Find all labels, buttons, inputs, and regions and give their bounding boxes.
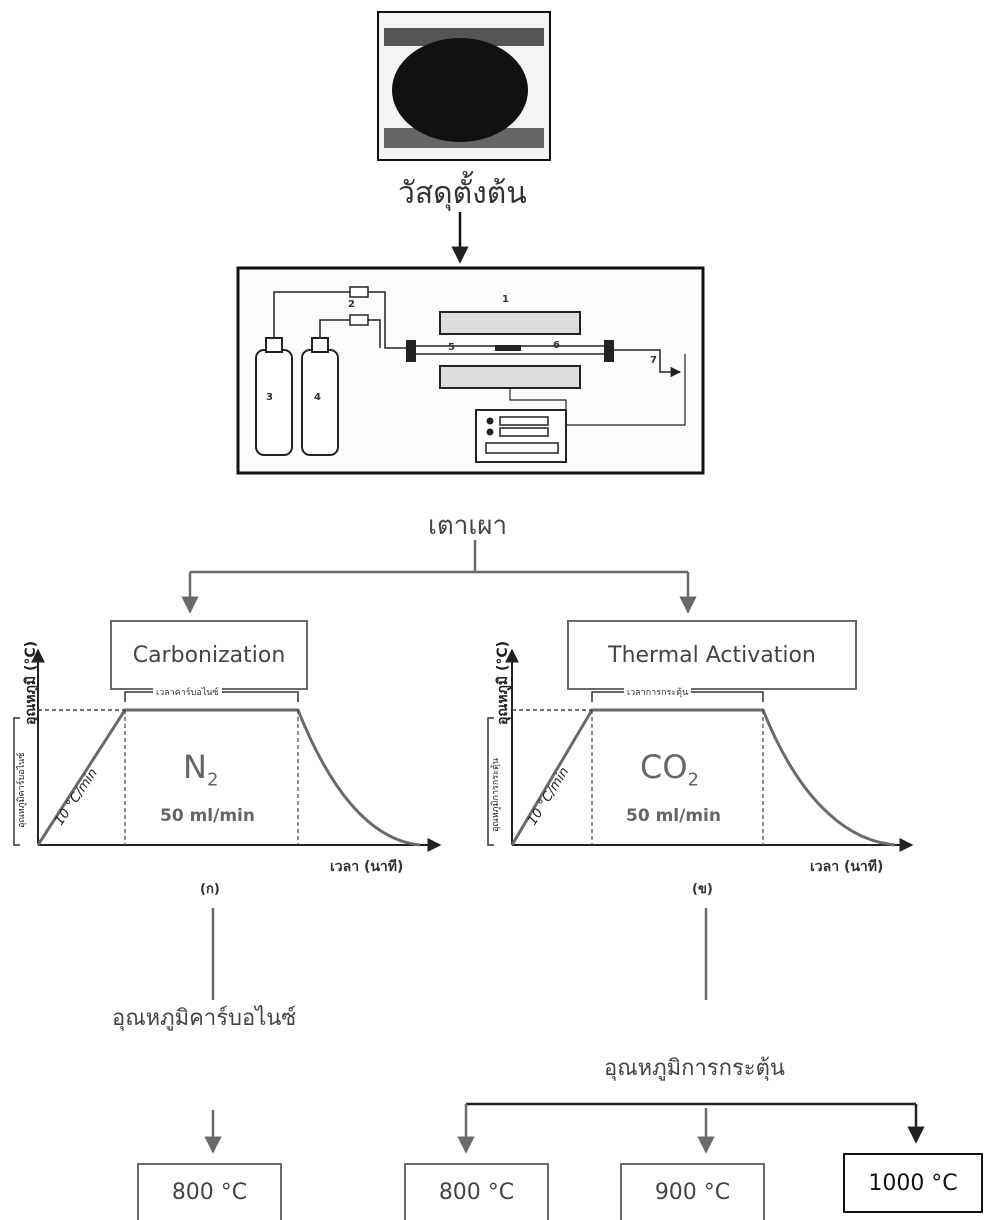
hold-time-label-a: เวลาคาร์บอไนซ์ — [153, 685, 222, 699]
apparatus-label-6: 6 — [553, 340, 560, 351]
apparatus-label-7: 7 — [650, 355, 657, 366]
gas-label-b: CO2 — [640, 748, 699, 790]
activation-temp-1000: 1000 °C — [843, 1153, 983, 1213]
carbonization-temp-label: อุณหภูมิคาร์บอไนซ์ — [112, 1000, 296, 1035]
thermal-activation-box: Thermal Activation — [567, 620, 857, 690]
furnace-label: เตาเผา — [428, 505, 507, 546]
carbonization-temp-800: 800 °C — [137, 1163, 282, 1220]
panel-label-a: (ก) — [200, 878, 220, 899]
x-axis-label-b: เวลา (นาที) — [810, 856, 883, 878]
lower-connectors — [213, 740, 916, 1152]
panel-label-b: (ข) — [692, 878, 713, 899]
gas-label-a: N2 — [183, 748, 218, 790]
start-material-label: วัสดุตั้งต้น — [398, 170, 527, 217]
split-connector — [190, 540, 688, 612]
flow-rate-label-b: 50 ml/min — [626, 806, 721, 826]
activation-temp-900: 900 °C — [620, 1163, 765, 1220]
y-level-label-b: อุณหภูมิการกระตุ้น — [488, 758, 502, 832]
activation-temp-label: อุณหภูมิการกระตุ้น — [604, 1050, 785, 1085]
furnace-apparatus — [238, 268, 703, 473]
apparatus-label-4: 4 — [314, 392, 321, 403]
hold-time-label-b: เวลาการกระตุ้น — [624, 685, 691, 699]
apparatus-label-1: 1 — [502, 294, 509, 305]
y-axis-label-b: อุณหภูมิ (°C) — [492, 641, 514, 725]
material-photo — [378, 12, 550, 160]
carbonization-box: Carbonization — [110, 620, 308, 690]
y-axis-label-a: อุณหภูมิ (°C) — [20, 641, 42, 725]
apparatus-label-3: 3 — [266, 392, 273, 403]
x-axis-label-a: เวลา (นาที) — [330, 856, 403, 878]
y-level-label-a: อุณหภูมิคาร์บอไนซ์ — [14, 753, 28, 828]
flow-rate-label-a: 50 ml/min — [160, 806, 255, 826]
activation-temp-800: 800 °C — [404, 1163, 549, 1220]
apparatus-label-2: 2 — [348, 299, 355, 310]
apparatus-label-5: 5 — [448, 342, 455, 353]
